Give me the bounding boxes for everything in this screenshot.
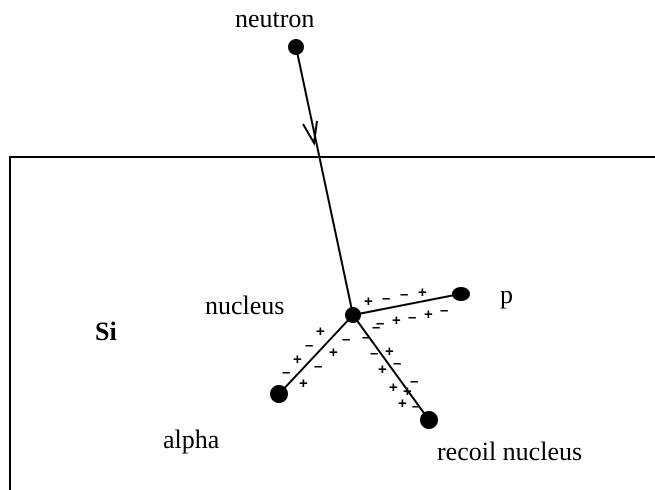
charge-minus: – xyxy=(372,319,380,336)
charge-minus: – xyxy=(440,302,448,319)
recoil-nucleus-label: recoil nucleus xyxy=(437,437,582,466)
charge-minus: – xyxy=(342,331,350,348)
silicon-block-outline xyxy=(9,156,655,490)
charge-plus: + xyxy=(329,344,338,361)
neutron-label: neutron xyxy=(235,4,314,33)
charge-minus: – xyxy=(362,329,370,346)
charge-minus: – xyxy=(412,398,420,415)
nucleus-label: nucleus xyxy=(205,291,284,320)
charge-plus: + xyxy=(293,351,302,368)
charge-plus: + xyxy=(364,293,373,310)
charge-minus: – xyxy=(376,315,384,332)
charge-plus: + xyxy=(316,323,325,340)
charge-minus: – xyxy=(408,309,416,326)
charge-plus: + xyxy=(389,379,398,396)
recoil-nucleus-track xyxy=(352,314,430,421)
charge-plus: + xyxy=(385,343,394,360)
charge-plus: + xyxy=(392,312,401,329)
charge-plus: + xyxy=(418,284,427,301)
neutron-direction-arrow xyxy=(302,120,318,147)
charge-minus: – xyxy=(370,345,378,362)
charge-minus: – xyxy=(400,286,408,303)
recoil-nucleus-particle xyxy=(420,411,438,429)
charge-plus: + xyxy=(398,395,407,412)
silicon-label: Si xyxy=(95,317,117,346)
proton-particle xyxy=(452,287,470,301)
neutron-track xyxy=(295,46,354,316)
charge-minus: – xyxy=(382,290,390,307)
charge-minus: – xyxy=(393,355,401,372)
charge-plus: + xyxy=(424,306,433,323)
nucleus-particle xyxy=(345,307,361,323)
alpha-label: alpha xyxy=(163,425,220,454)
charge-minus: – xyxy=(305,337,313,354)
alpha-particle xyxy=(270,385,288,403)
proton-track xyxy=(352,293,461,316)
charge-minus: – xyxy=(314,358,322,375)
charge-minus: – xyxy=(282,364,290,381)
charge-plus: + xyxy=(378,361,387,378)
proton-label: p xyxy=(500,280,513,309)
neutron-particle xyxy=(288,39,304,55)
alpha-track xyxy=(278,314,354,395)
charge-plus: + xyxy=(299,375,308,392)
charge-plus: + xyxy=(403,383,412,400)
charge-minus: – xyxy=(410,373,418,390)
